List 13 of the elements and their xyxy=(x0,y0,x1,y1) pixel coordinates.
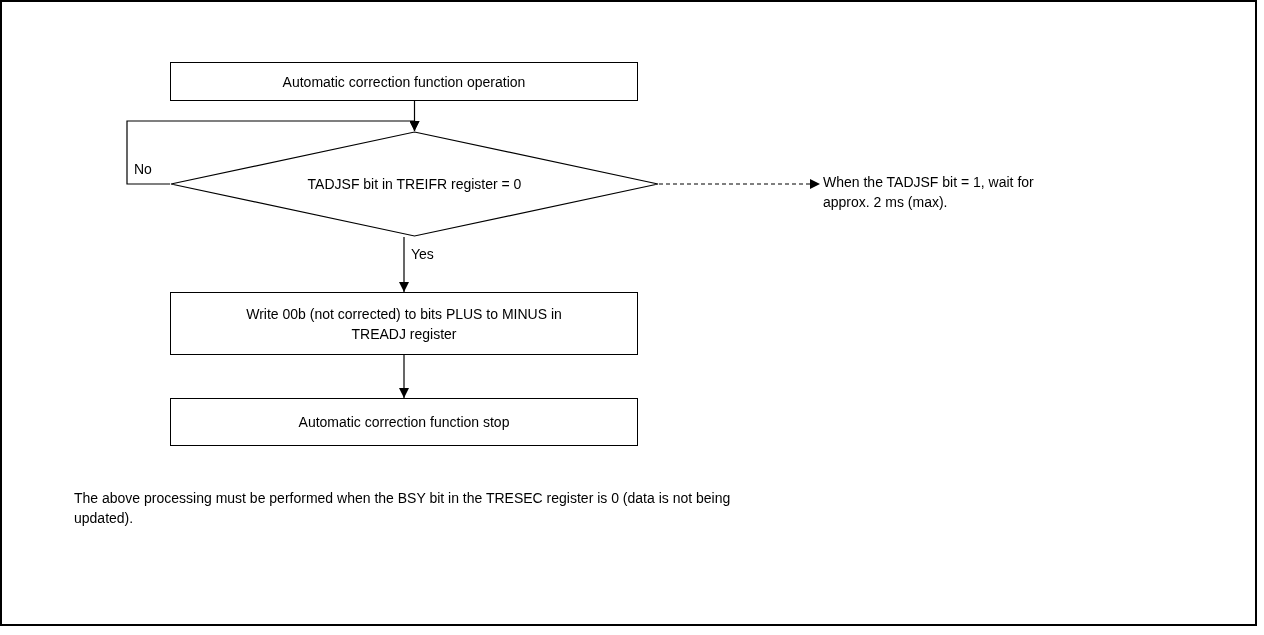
process-box: Write 00b (not corrected) to bits PLUS to MINUS in TREADJ register xyxy=(170,292,638,355)
process-box: Automatic correction function stop xyxy=(170,398,638,446)
dashed-arrow xyxy=(658,179,821,189)
arrow xyxy=(399,354,409,399)
decision-text: TADJSF bit in TREIFR register = 0 xyxy=(307,174,522,194)
edge-label: No xyxy=(133,162,153,176)
decision-diamond xyxy=(170,131,659,237)
process-box: Automatic correction function operation xyxy=(170,62,638,101)
note-paragraph: The above processing must be performed when the BSY bit in the TRESEC register is 0 (data is not being updated). xyxy=(74,489,732,528)
note-text: When the TADJSF bit = 1, wait for approx. 2 ms (max). xyxy=(823,172,1063,212)
edge-label: Yes xyxy=(410,247,435,261)
arrow xyxy=(126,120,420,185)
arrow xyxy=(399,236,409,293)
